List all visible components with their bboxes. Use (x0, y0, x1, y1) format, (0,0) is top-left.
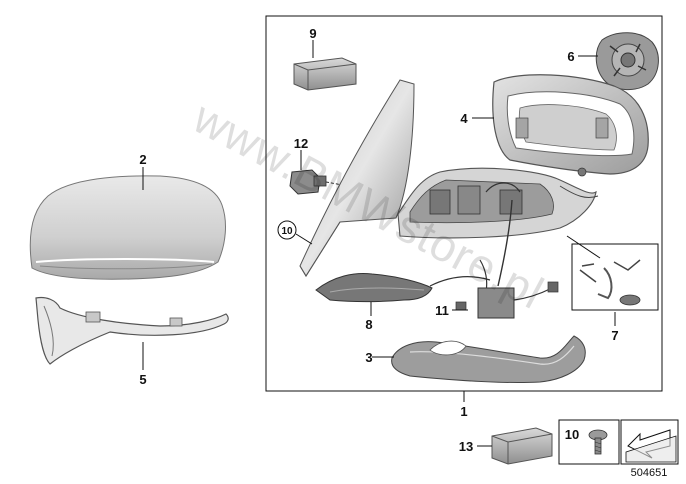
callout-11: 11 (435, 303, 449, 318)
part-13-package (491, 427, 553, 465)
legend-arrow-box (620, 419, 679, 465)
callout-6: 6 (567, 49, 574, 64)
legend-screw-box (558, 419, 620, 465)
part-8-lower-trim (315, 273, 433, 302)
callout-5: 5 (139, 372, 146, 387)
callout-9: 9 (309, 26, 316, 41)
direction-arrow-icon (625, 429, 677, 463)
part-12-connector (289, 169, 349, 195)
callout-2: 2 (139, 152, 146, 167)
callout-12: 12 (294, 136, 308, 151)
callout-4: 4 (460, 111, 468, 126)
callout-7: 7 (611, 328, 618, 343)
part-3-bottom-cover (391, 335, 586, 384)
diagram-number: 504651 (631, 467, 668, 479)
callout-8: 8 (365, 317, 372, 332)
part-9-package (293, 57, 357, 91)
part-2-mirror-cap (29, 175, 226, 280)
callout-1: 1 (460, 404, 467, 419)
callout-3: 3 (365, 350, 372, 365)
callout-13: 13 (459, 439, 473, 454)
part-5-turn-signal (35, 296, 229, 365)
part-6-motor (595, 32, 659, 90)
screw-icon (588, 429, 608, 455)
callout-10-circle (277, 220, 297, 240)
part-11-wiring-harness (429, 199, 559, 319)
callout-10-circled: 10 (281, 226, 293, 237)
callout-10-legend: 10 (565, 427, 579, 442)
part-7-small-parts (579, 259, 641, 306)
mirror-housing (397, 167, 599, 239)
part-1-mirror-base (299, 79, 415, 277)
part-7-box (571, 243, 659, 311)
part-4-mirror-frame (492, 74, 649, 177)
